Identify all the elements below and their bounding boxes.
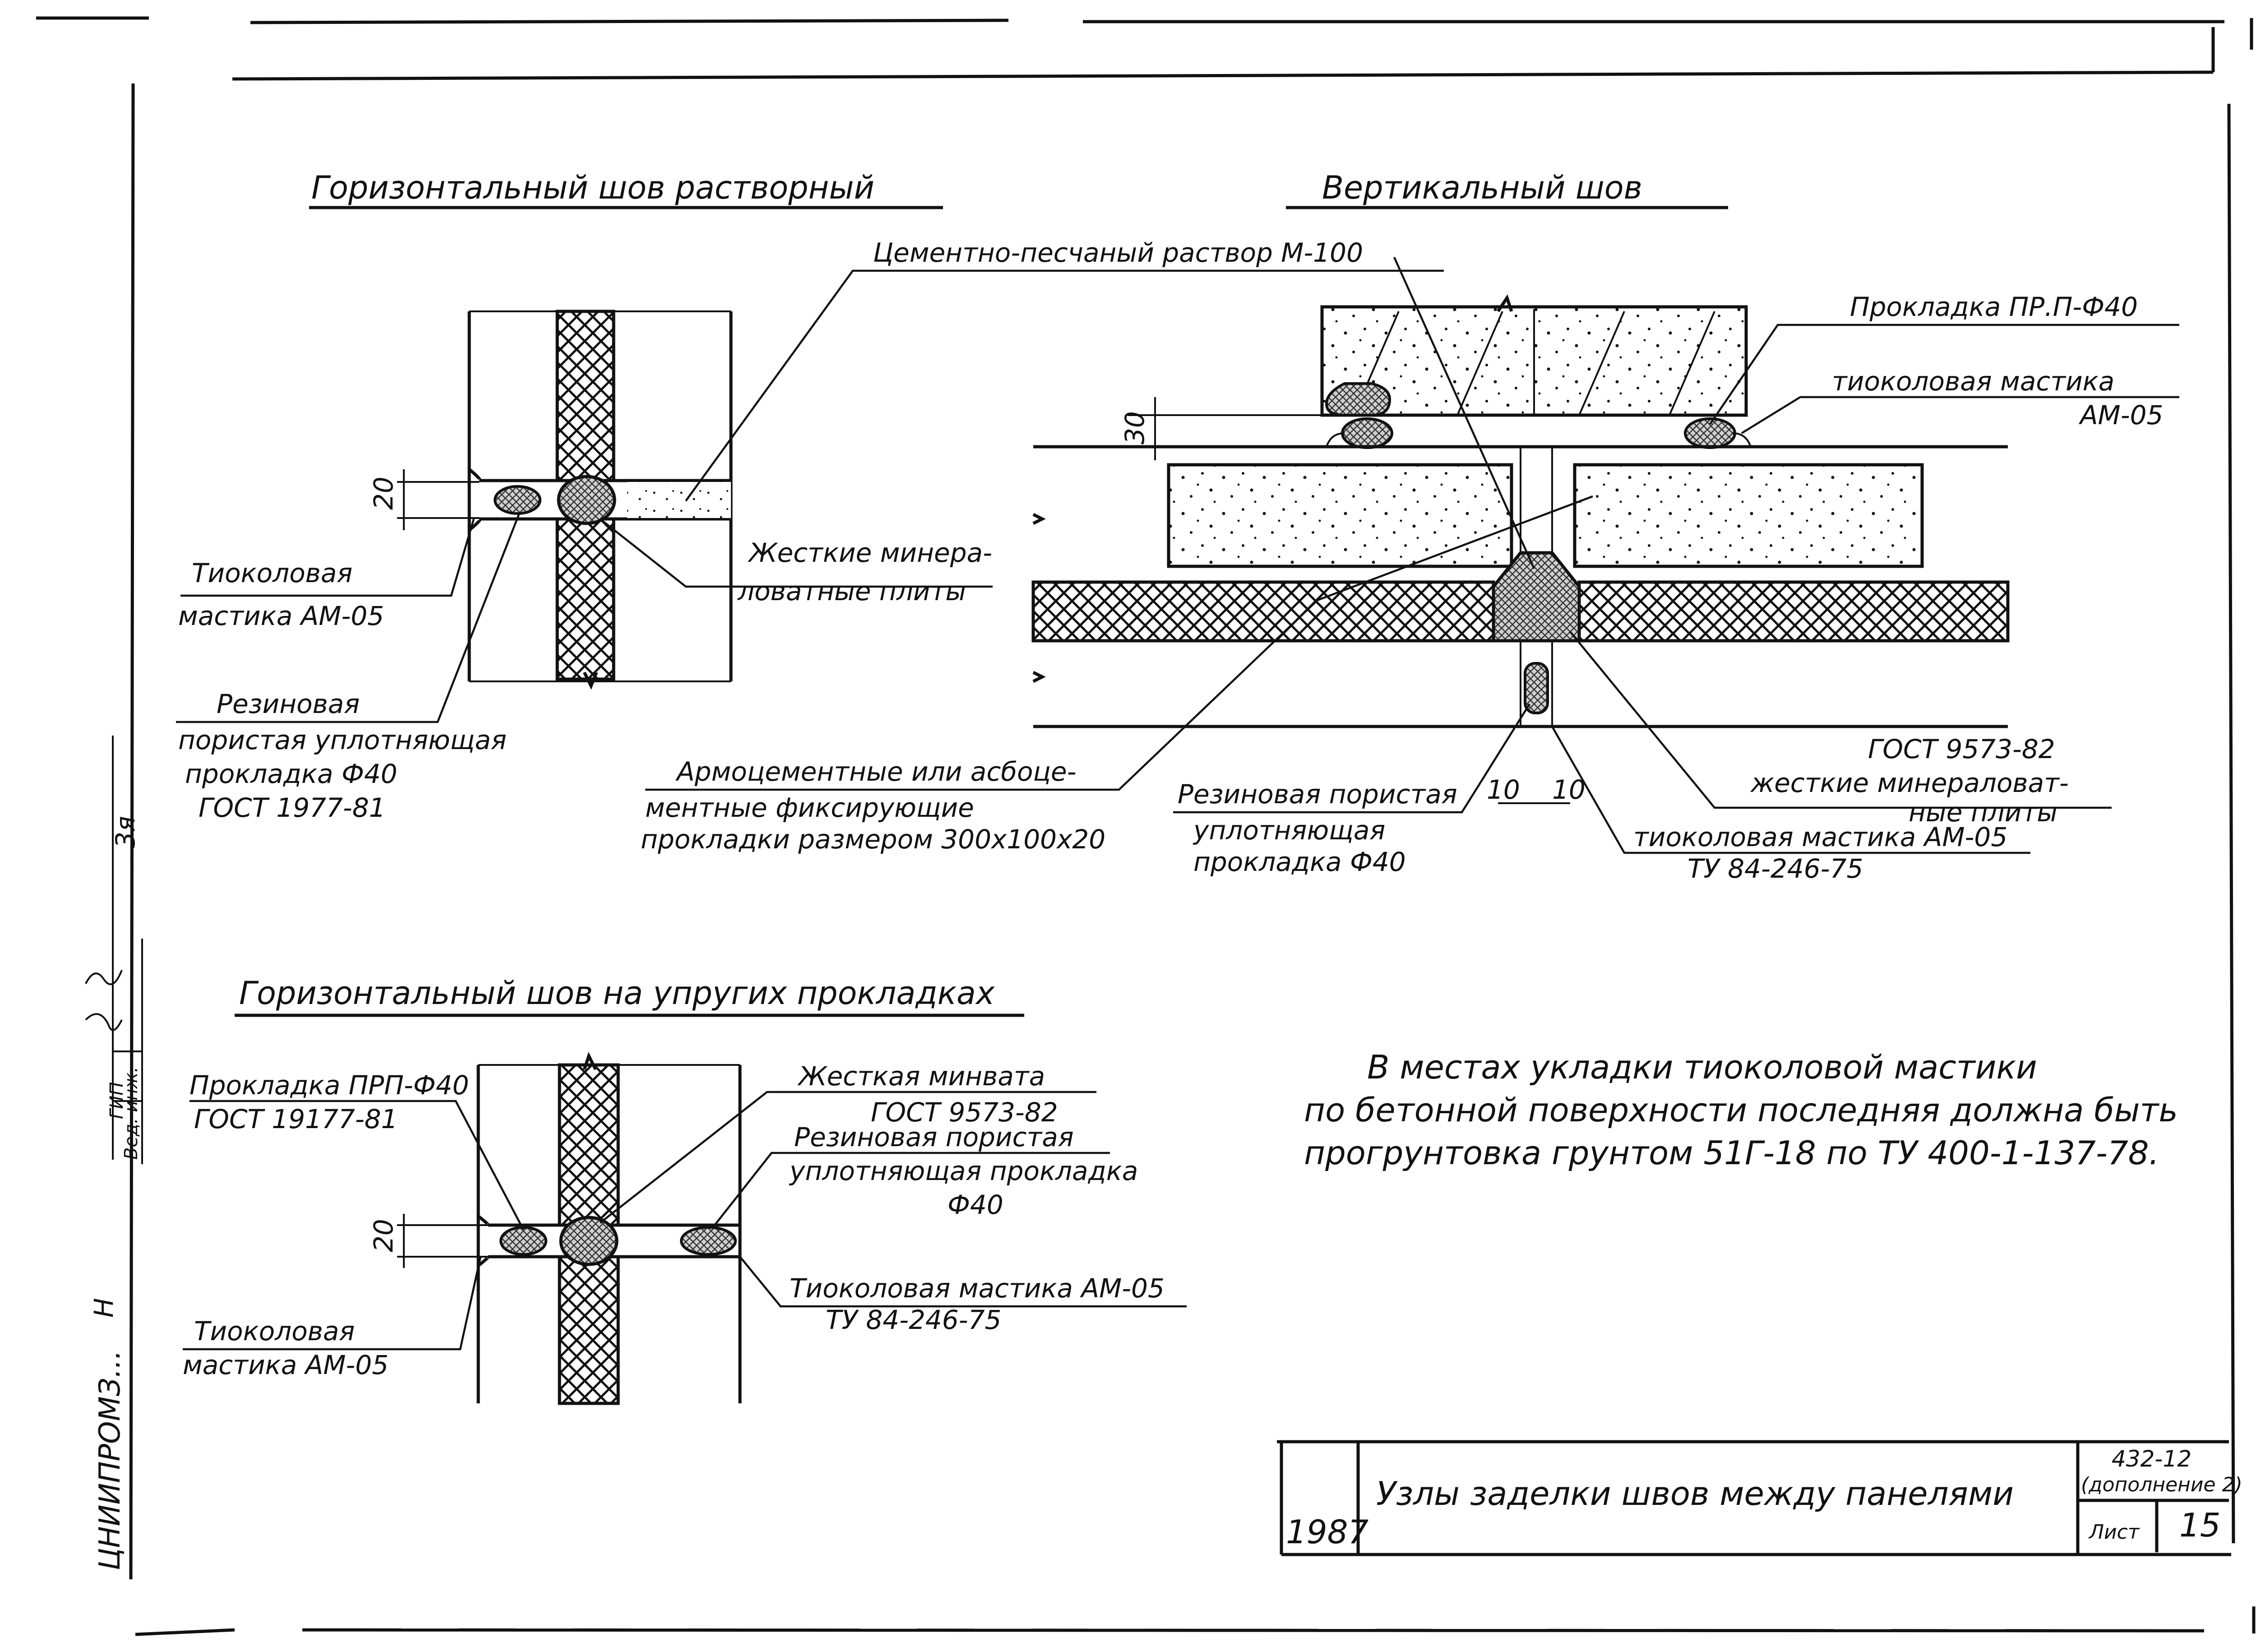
callout-armocement1: Армоцементные или асбоце- — [675, 756, 1077, 787]
callout-e-rubber2: уплотняющая прокладка — [789, 1156, 1138, 1186]
dim-30: 30 — [1119, 411, 1150, 444]
callout-e-rubber3: Ф40 — [948, 1189, 1003, 1220]
callout-thiokol-h1: Тиоколовая — [192, 558, 352, 588]
margin-code: 3я — [110, 816, 141, 848]
callout-mineral-h1: Жесткие минера- — [748, 537, 992, 568]
note-line2: по бетонной поверхности последняя должна… — [1304, 1091, 2178, 1129]
callout-e-thiokol-l2: мастика АМ-05 — [183, 1350, 388, 1380]
callout-cement-mortar: Цементно-песчаный раствор М-100 — [873, 237, 1363, 268]
title-horizontal-mortar: Горизонтальный шов растворный — [311, 169, 874, 206]
callout-rubber-h1: Резиновая — [217, 689, 360, 719]
callout-e-thiokol-l1: Тиоколовая — [194, 1316, 355, 1347]
callout-e-thiokol1: Тиоколовая мастика АМ-05 — [790, 1273, 1165, 1304]
callout-rubber-v1: Резиновая пористая — [1178, 779, 1457, 810]
dim-10b: 10 — [1552, 774, 1586, 805]
callout-thiokol-v4: ТУ 84-246-75 — [1687, 853, 1863, 884]
tb-year: 1987 — [1286, 1513, 1368, 1551]
callout-gost-v3: ные плиты — [1909, 797, 2057, 828]
note-line1: В местах укладки тиоколовой мастики — [1367, 1048, 2037, 1086]
dim-20a: 20 — [368, 477, 399, 510]
callout-gost-v2: жесткие минераловат- — [1750, 768, 2069, 798]
margin-stamp-gip: ГИП — [106, 1082, 127, 1119]
callout-thiokol-v1: тиоколовая мастика — [1832, 366, 2114, 397]
detail-horizontal-elastic: Горизонтальный шов на упругих прокладках… — [183, 975, 1187, 1405]
title-block: 1987 Узлы заделки швов между панелями 43… — [1277, 1440, 2242, 1556]
callout-rubber-v2: уплотняющая — [1193, 815, 1385, 846]
callout-thiokol-v2: АМ-05 — [2078, 400, 2163, 430]
callout-prp-gasket: Прокладка ПР.П-Ф40 — [1850, 292, 2138, 322]
callout-e-rubber1: Резиновая пористая — [794, 1122, 1074, 1152]
callout-thiokol-h2: мастика АМ-05 — [178, 601, 384, 631]
margin-stamp-eng: Вед. инж. — [121, 1067, 142, 1160]
callout-rubber-v3: прокладка Ф40 — [1193, 847, 1406, 877]
callout-e-minvata1: Жесткая минвата — [797, 1061, 1045, 1092]
callout-thiokol-v3: тиоколовая мастика АМ-05 — [1633, 822, 2007, 852]
tb-series-note: (дополнение 2) — [2081, 1473, 2242, 1496]
callout-armocement3: прокладки размером 300х100х20 — [641, 824, 1105, 855]
dim-10a: 10 — [1487, 774, 1520, 805]
tb-sheet-number: 15 — [2179, 1506, 2221, 1544]
callout-e-prp2: ГОСТ 19177-81 — [194, 1104, 398, 1134]
callout-gost-v1: ГОСТ 9573-82 — [1868, 734, 2055, 764]
title-horizontal-elastic: Горизонтальный шов на упругих прокладках — [239, 975, 995, 1012]
general-note: В местах укладки тиоколовой мастики по б… — [1304, 1048, 2178, 1172]
sheet-border — [36, 16, 2256, 1636]
callout-e-thiokol2: ТУ 84-246-75 — [826, 1305, 1001, 1335]
margin-item: Н — [88, 1298, 119, 1318]
note-line3: прогрунтовка грунтом 51Г-18 по ТУ 400-1-… — [1304, 1134, 2159, 1172]
callout-e-prp1: Прокладка ПРП-Ф40 — [190, 1070, 469, 1101]
callout-rubber-h2: пористая уплотняющая — [178, 725, 507, 755]
callout-e-minvata2: ГОСТ 9573-82 — [871, 1097, 1058, 1128]
tb-series: 432-12 — [2112, 1446, 2191, 1472]
callout-rubber-h3: прокладка Ф40 — [185, 759, 398, 789]
margin-stamp: 3я ГИП Вед. инж. Н ЦНИИПРОМЗ... — [85, 736, 143, 1570]
margin-institute: ЦНИИПРОМЗ... — [93, 1350, 127, 1570]
dim-20b: 20 — [368, 1219, 399, 1252]
callout-mineral-h2: ловатные плиты — [737, 576, 966, 606]
callout-rubber-h4: ГОСТ 1977-81 — [199, 792, 386, 823]
detail-vertical: Вертикальный шов 30 10 — [641, 169, 2179, 884]
tb-sheet-label: Лист — [2088, 1521, 2140, 1544]
callout-armocement2: ментные фиксирующие — [645, 792, 974, 823]
title-vertical: Вертикальный шов — [1322, 169, 1642, 206]
tb-title: Узлы заделки швов между панелями — [1376, 1475, 2014, 1513]
detail-horizontal-mortar: Горизонтальный шов растворный 20 Тиоколо… — [176, 169, 1444, 823]
